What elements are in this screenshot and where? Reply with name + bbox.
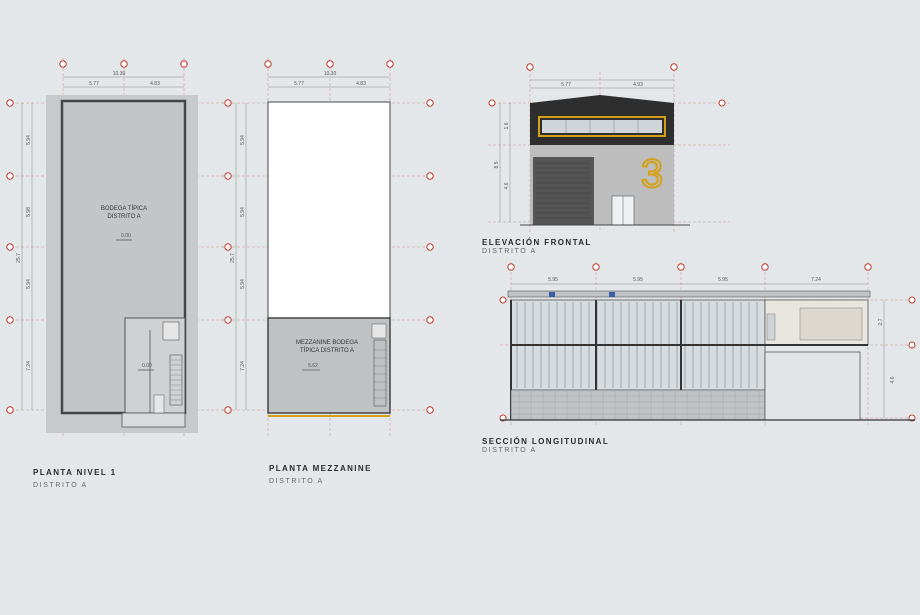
plan-mezzanine-dim-row-2: 5.94 (240, 207, 246, 217)
plan-mezzanine-dim-total-width: 10.30 (324, 71, 337, 77)
plan-mezzanine-title: PLANTA MEZZANINE (269, 464, 372, 473)
plan-mezzanine-subtitle: DISTRITO A (269, 478, 324, 485)
plan-level1: 10.30 5.77 4.83 25.7 5.94 5.98 5.94 7.24… (6, 58, 232, 489)
section-dim-3: 5.95 (718, 277, 728, 283)
plan-level1-dim-row-4: 7.24 (26, 361, 32, 371)
plan-mezzanine-slab (267, 317, 391, 414)
longitudinal-section: 5.95 5.95 5.95 7.24 2.7 4.6 SECCIÓN LONG… (482, 262, 916, 454)
section-dim-right-1: 2.7 (878, 318, 884, 325)
elevation-dim-upper: 1.6 (504, 122, 510, 129)
plan-mezzanine-grid-markers (264, 60, 434, 414)
plan-mezzanine-dim-row-1: 5.94 (240, 135, 246, 145)
elevation-subtitle: DISTRITO A (482, 248, 537, 255)
section-roof (507, 290, 871, 298)
elevation-dim-bay-1: 5.77 (561, 82, 571, 88)
section-block-base (510, 389, 766, 421)
section-block-pattern (511, 390, 765, 420)
plan-mezzanine-room-label-1: MEZZANINE BODEGA (296, 340, 358, 346)
section-dim-4: 7.24 (811, 277, 821, 283)
plan-mezzanine: 10.30 5.77 4.83 25.7 5.94 5.94 5.94 7.24… (222, 58, 434, 485)
plan-mezzanine-room-label-2: TÍPICA DISTRITO A (300, 347, 354, 354)
elevation-rolling-door (533, 157, 594, 225)
plan-level1-level-main: 0.00 (121, 233, 131, 239)
plan-mezzanine-dim-row-4: 7.24 (240, 361, 246, 371)
elevation-title: ELEVACIÓN FRONTAL (482, 238, 592, 247)
plan-level1-dim-total-width: 10.30 (113, 71, 126, 77)
plan-level1-grid-markers (6, 60, 232, 414)
plan-mezzanine-dim-row-3: 5.94 (240, 279, 246, 289)
plan-mezzanine-dim-total-length: 25.7 (230, 253, 236, 263)
elevation-dim-bay-2: 4.93 (633, 82, 643, 88)
plan-mezzanine-stairs (373, 339, 387, 407)
plan-level1-dim-row-2: 5.98 (26, 207, 32, 217)
section-dim-1: 5.95 (548, 277, 558, 283)
section-title: SECCIÓN LONGITUDINAL (482, 437, 609, 446)
plan-mezzanine-level: 5.62 (308, 363, 318, 369)
plan-level1-dim-row-3: 5.94 (26, 279, 32, 289)
elevation-dim-lower: 4.6 (504, 182, 510, 189)
plan-mezzanine-void (267, 101, 391, 319)
plan-level1-dim-bay-1: 5.77 (89, 81, 99, 87)
plan-level1-room-label-2: DISTRITO A (107, 214, 140, 220)
elevation-dim-total: 8.5 (494, 161, 500, 168)
plan-level1-room-label-1: BODEGA TÍPICA (101, 205, 147, 212)
plan-mezzanine-dim-bay-2: 4.83 (356, 81, 366, 87)
section-dim-right-2: 4.6 (890, 376, 896, 383)
front-elevation: 5.77 4.93 8.5 1.6 4.6 3 ELEVACIÓN FRONTA… (482, 63, 730, 255)
elevation-unit-number: 3 (641, 152, 663, 196)
plan-level1-subtitle: DISTRITO A (33, 482, 88, 489)
section-subtitle: DISTRITO A (482, 447, 537, 454)
plan-level1-dim-bay-2: 4.83 (150, 81, 160, 87)
plan-level1-title: PLANTA NIVEL 1 (33, 468, 116, 477)
section-office-room (764, 351, 861, 421)
plan-mezzanine-dim-bay-1: 5.77 (294, 81, 304, 87)
plan-level1-restroom (162, 321, 180, 341)
plan-level1-level-office: 0.00 (142, 363, 152, 369)
plan-level1-dim-total-length: 25.7 (16, 253, 22, 263)
plan-level1-dim-row-1: 5.94 (26, 135, 32, 145)
plan-level1-entry (121, 412, 186, 428)
section-dim-2: 5.95 (633, 277, 643, 283)
elevation-window-band (538, 116, 666, 137)
